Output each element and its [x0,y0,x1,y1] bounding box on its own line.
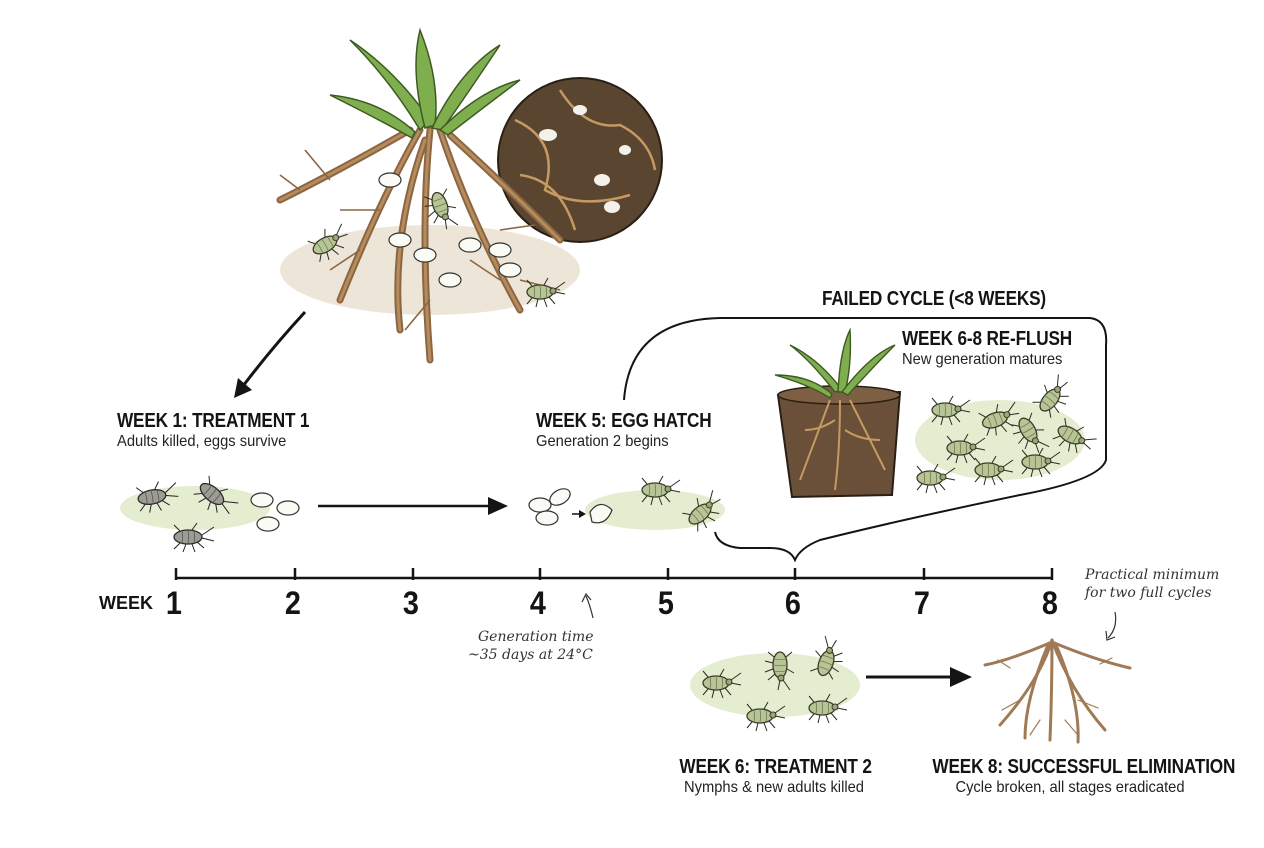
generation-time-line1: Generation time [478,629,594,645]
treatment2-label: WEEK 6: TREATMENT 2 Nymphs & new adults … [664,756,884,797]
practical-minimum-line1: Practical minimum [1085,567,1220,583]
treatment1-label: WEEK 1: TREATMENT 1 Adults killed, eggs … [117,410,341,451]
week-tick-7: 7 [913,585,930,621]
week5-hatch [528,475,730,535]
egg-hatch-subtitle: Generation 2 begins [536,433,669,450]
practical-minimum-note: Practical minimum for two full cycles [1085,566,1219,602]
treatment1-title: WEEK 1: TREATMENT 1 [117,410,310,432]
curved-arrow [238,310,307,391]
egg-hatch-label: WEEK 5: EGG HATCH Generation 2 begins [536,410,740,451]
week-tick-2: 2 [284,585,301,621]
treatment2-title: WEEK 6: TREATMENT 2 [679,756,872,778]
week-tick-6: 6 [784,585,801,621]
week6-treatment-cluster [690,634,860,732]
week-tick-1: 1 [165,585,182,621]
reflush-label: WEEK 6-8 RE-FLUSH New generation matures [902,328,1100,369]
clean-roots [983,638,1132,744]
treatment2-subtitle: Nymphs & new adults killed [683,779,864,796]
failed-cycle-label: FAILED CYCLE (<8 WEEKS) [822,288,1046,310]
elimination-label: WEEK 8: SUCCESSFUL ELIMINATION Cycle bro… [910,756,1236,797]
reflush-subtitle: New generation matures [902,351,1063,368]
elimination-title: WEEK 8: SUCCESSFUL ELIMINATION [932,756,1236,778]
failed-cycle-bracket [623,317,1108,563]
treatment1-subtitle: Adults killed, eggs survive [117,433,287,450]
elimination-subtitle: Cycle broken, all stages eradicated [955,779,1185,796]
timeline-axis [174,568,1054,580]
practical-minimum-line2: for two full cycles [1085,585,1212,601]
generation-time-line2: ~35 days at 24°C [468,647,593,663]
week-tick-5: 5 [657,585,674,621]
week-tick-8: 8 [1041,585,1058,621]
reflush-swarm [915,371,1100,494]
root-ball-illustration [276,27,663,364]
week-tick-4: 4 [529,585,546,621]
generation-time-note: Generation time ~35 days at 24°C [468,628,593,664]
egg-hatch-title: WEEK 5: EGG HATCH [536,410,712,432]
week-tick-3: 3 [402,585,419,621]
week1-adults-eggs [120,473,300,553]
reflush-pot [774,327,902,499]
axis-title: WEEK [99,593,153,613]
reflush-title: WEEK 6-8 RE-FLUSH [902,328,1073,350]
